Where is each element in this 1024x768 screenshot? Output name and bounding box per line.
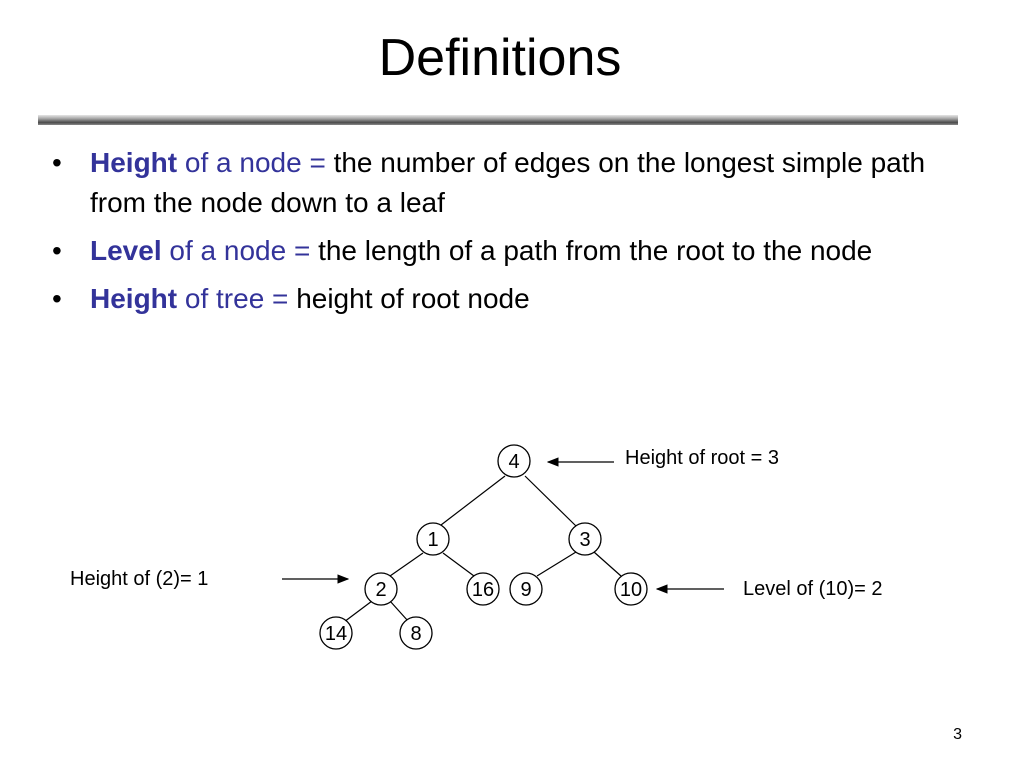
definition-term-qualifier: of a node = — [161, 235, 319, 266]
title-divider — [38, 115, 958, 125]
tree-node: 10 — [614, 572, 648, 606]
definition-term: Height — [90, 147, 178, 178]
tree-edge — [536, 551, 577, 577]
definition-text: the number of edges on the longest simpl… — [90, 147, 926, 218]
bullet-icon: • — [52, 283, 62, 314]
node-label: 10 — [620, 579, 642, 601]
tree-node: 8 — [399, 616, 433, 650]
tree-node: 14 — [319, 616, 353, 650]
tree-node: 1 — [416, 522, 450, 556]
tree-edge — [440, 475, 506, 526]
node-label: 16 — [472, 579, 494, 601]
tree-edge — [593, 551, 622, 577]
definition-term-qualifier: of a node = — [177, 147, 334, 178]
tree-edge — [389, 600, 409, 622]
definition-text: height of root node — [296, 283, 530, 314]
bullet-icon: • — [52, 147, 62, 178]
definition-list: • Height of a node = the number of edges… — [52, 143, 952, 327]
tree-node: 3 — [568, 522, 602, 556]
node-label: 14 — [325, 623, 347, 645]
bullet-icon: • — [52, 235, 62, 266]
node-label: 8 — [410, 623, 421, 645]
definition-term-qualifier: of tree = — [177, 283, 297, 314]
definition-term: Height — [90, 283, 178, 314]
tree-node: 16 — [466, 572, 500, 606]
root-height-annotation: Height of root = 3 — [625, 447, 779, 469]
node-label: 9 — [520, 579, 531, 601]
definition-item-node-height: • Height of a node = the number of edges… — [52, 143, 952, 223]
tree-edge — [442, 552, 475, 577]
definition-item-tree-height: • Height of tree = height of root node — [52, 279, 952, 319]
tree-node-root: 4 — [497, 444, 531, 478]
definition-text: the length of a path from the root to th… — [318, 235, 873, 266]
node-label: 1 — [427, 529, 438, 551]
node-label: 4 — [508, 451, 519, 473]
node-label: 3 — [579, 529, 590, 551]
definition-term: Level — [90, 235, 162, 266]
tree-node: 9 — [509, 572, 543, 606]
slide-title: Definitions — [378, 29, 622, 87]
node-label: 2 — [375, 579, 386, 601]
page-number: 3 — [953, 726, 962, 743]
tree-edge — [343, 600, 373, 623]
node10-level-annotation: Level of (10)= 2 — [743, 578, 883, 600]
tree-node: 2 — [364, 572, 398, 606]
tree-edge — [524, 475, 577, 527]
tree-edge — [389, 552, 424, 577]
node2-height-annotation: Height of (2)= 1 — [70, 568, 209, 590]
definition-item-node-level: • Level of a node = the length of a path… — [52, 231, 952, 271]
